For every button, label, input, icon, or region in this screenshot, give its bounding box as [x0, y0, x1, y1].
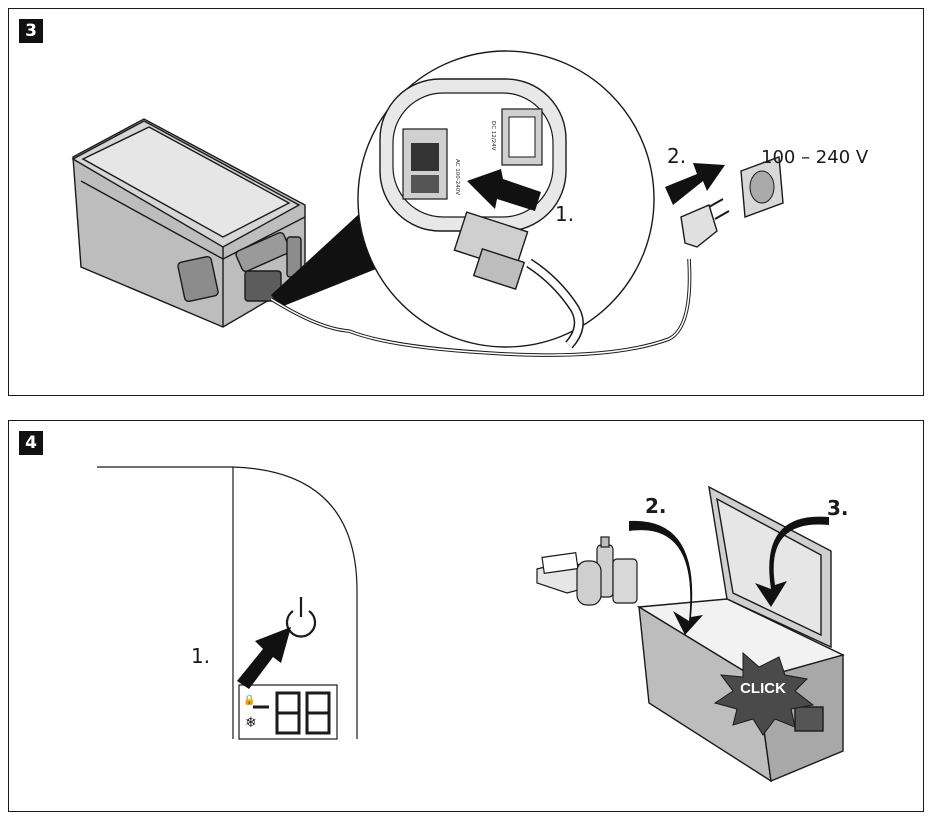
insert-arrow — [467, 169, 541, 211]
plug-in-arrow — [665, 163, 725, 205]
step-3-label: 3. — [827, 496, 849, 520]
connect-power-illustration: AC 100-240V DC 12/24V 1. 2. 100 – — [71, 50, 869, 357]
dc-port-label: DC 12/24V — [490, 121, 496, 151]
step-1-label: 1. — [555, 202, 574, 226]
wall-socket — [740, 156, 784, 218]
switch-on-illustration: 🔒 ❄ 1. 2. 3. CLICK — [97, 466, 849, 783]
step-1-label: 1. — [191, 644, 210, 668]
control-panel-detail — [97, 466, 358, 740]
step-2-label: 2. — [667, 144, 686, 168]
click-burst — [713, 651, 815, 736]
step-4-panel: 4 🔒 ❄ 1. — [8, 420, 924, 812]
cooler-box — [71, 118, 306, 328]
zoom-funnel — [271, 214, 381, 307]
step-3-panel: 3 AC 100-240V DC 12/2 — [8, 8, 924, 396]
lock-icon: 🔒 — [243, 694, 255, 706]
temperature-display — [253, 691, 331, 735]
snowflake-icon: ❄ — [245, 715, 257, 731]
power-icon — [285, 597, 317, 638]
press-arrow — [237, 627, 291, 689]
step-2-label: 2. — [645, 494, 667, 518]
voltage-label: 100 – 240 V — [761, 147, 869, 168]
click-label: CLICK — [740, 680, 786, 697]
close-lid-arrow — [755, 516, 829, 607]
open-cooler — [636, 485, 845, 783]
wall-plug — [680, 198, 730, 248]
step-number-badge: 3 — [19, 19, 43, 43]
zoom-circle: AC 100-240V DC 12/24V — [357, 50, 655, 349]
food-items — [536, 536, 638, 606]
step-number-badge: 4 — [19, 431, 43, 455]
ac-port-label: AC 100-240V — [454, 159, 460, 195]
